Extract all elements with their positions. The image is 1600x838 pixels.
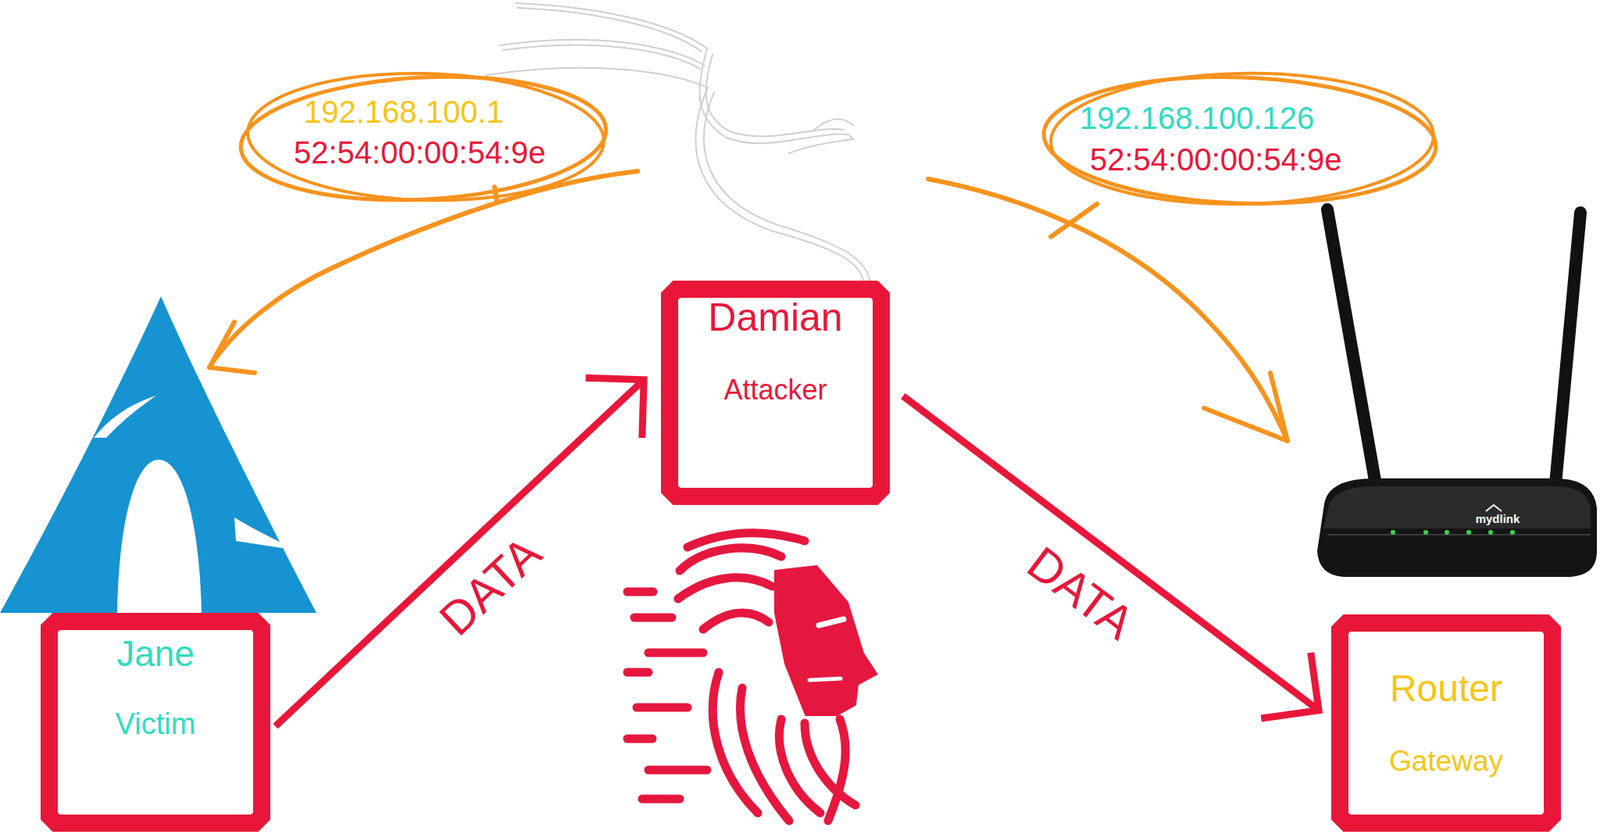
node-subtitle: 52:54:00:00:54:9e — [293, 136, 547, 168]
edge-label: DATA — [1019, 538, 1143, 647]
node-subtitle: Victim — [40, 708, 271, 739]
node-subtitle: Attacker — [660, 375, 890, 404]
box-frame — [1331, 614, 1561, 832]
arp-spoof-arrow — [209, 171, 1288, 441]
edge-label: DATA — [431, 528, 550, 643]
node-title: Jane — [40, 635, 271, 672]
node-subtitle: 52:54:00:00:54:9e — [1089, 143, 1343, 175]
arch-logo — [0, 296, 317, 613]
node-subtitle: Gateway — [1331, 746, 1561, 775]
connector-line — [903, 396, 1319, 711]
ip-mac-bubble: 192.168.100.1 52:54:00:00:54:9e — [235, 71, 611, 206]
router-illustration — [1317, 209, 1597, 577]
data-flow-arrow — [903, 396, 1319, 718]
node-title: 192.168.100.126 — [1079, 102, 1315, 134]
host-box: JaneVictim — [40, 612, 271, 832]
zeus-logo — [627, 532, 876, 821]
bubble-outline — [1039, 71, 1441, 210]
node-title: Damian — [660, 297, 890, 337]
data-flow-arrow — [275, 378, 645, 726]
arrow-head — [589, 378, 644, 435]
node-title: 192.168.100.1 — [303, 96, 504, 128]
connector-line — [275, 379, 645, 726]
ip-mac-bubble: 192.168.100.126 52:54:00:00:54:9e — [1039, 71, 1441, 210]
arrow-head — [1264, 655, 1319, 718]
host-box: RouterGateway — [1331, 614, 1561, 832]
brand-label: mydlink — [1475, 512, 1521, 525]
node-title: Router — [1331, 669, 1561, 708]
host-box: DamianAttacker — [660, 280, 890, 505]
